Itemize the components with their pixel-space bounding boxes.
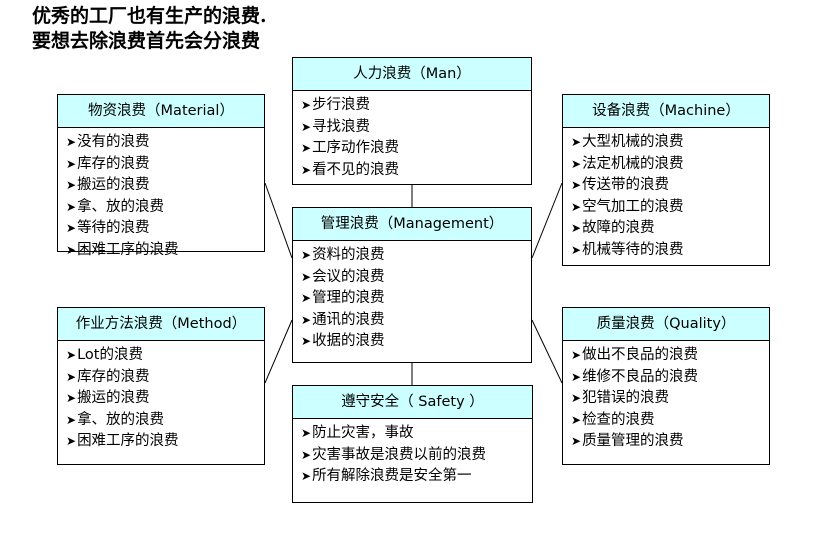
connector-material-management: [264, 182, 293, 259]
waste-item: 维修不良品的浪费: [571, 367, 769, 389]
waste-item: 所有解除浪费是安全第一: [301, 466, 532, 488]
box-safety-header: 遵守安全（ Safety ）: [293, 386, 532, 419]
waste-item: 大型机械的浪费: [571, 132, 769, 154]
box-method-items: Lot的浪费库存的浪费搬运的浪费拿、放的浪费困难工序的浪费: [58, 341, 264, 453]
waste-item: 没有的浪费: [66, 132, 264, 154]
diagram-title: 优秀的工厂也有生产的浪费. 要想去除浪费首先会分浪费: [32, 4, 267, 54]
box-management-header: 管理浪费（Management）: [293, 208, 531, 241]
box-machine-items: 大型机械的浪费法定机械的浪费传送带的浪费空气加工的浪费故障的浪费机械等待的浪费: [563, 128, 769, 261]
waste-item: 困难工序的浪费: [66, 431, 264, 453]
box-machine: 设备浪费（Machine） 大型机械的浪费法定机械的浪费传送带的浪费空气加工的浪…: [562, 94, 770, 266]
waste-item: 搬运的浪费: [66, 175, 264, 197]
connector-machine-management: [531, 182, 563, 259]
box-safety: 遵守安全（ Safety ） 防止灾害，事故灾害事故是浪费以前的浪费所有解除浪费…: [292, 385, 533, 503]
waste-item: 检查的浪费: [571, 410, 769, 432]
waste-item: 空气加工的浪费: [571, 197, 769, 219]
waste-item: 做出不良品的浪费: [571, 345, 769, 367]
waste-item: 灾害事故是浪费以前的浪费: [301, 445, 532, 467]
waste-item: 步行浪费: [301, 95, 531, 117]
box-material: 物资浪费（Material） 没有的浪费库存的浪费搬运的浪费拿、放的浪费等待的浪…: [57, 94, 265, 258]
title-line-1: 优秀的工厂也有生产的浪费.: [32, 5, 267, 27]
waste-item: 资料的浪费: [301, 245, 531, 267]
box-quality-header: 质量浪费（Quality）: [563, 308, 769, 341]
waste-item: 寻找浪费: [301, 117, 531, 139]
box-quality: 质量浪费（Quality） 做出不良品的浪费维修不良品的浪费犯错误的浪费检查的浪…: [562, 307, 770, 465]
waste-item: 拿、放的浪费: [66, 197, 264, 219]
box-man-header: 人力浪费（Man）: [293, 58, 531, 91]
box-safety-items: 防止灾害，事故灾害事故是浪费以前的浪费所有解除浪费是安全第一: [293, 419, 532, 488]
title-line-2: 要想去除浪费首先会分浪费: [32, 30, 261, 52]
waste-item: 收据的浪费: [301, 331, 531, 353]
waste-item: 质量管理的浪费: [571, 431, 769, 453]
box-man: 人力浪费（Man） 步行浪费寻找浪费工序动作浪费看不见的浪费: [292, 57, 532, 185]
waste-item: 看不见的浪费: [301, 160, 531, 182]
box-material-items: 没有的浪费库存的浪费搬运的浪费拿、放的浪费等待的浪费困难工序的浪费: [58, 128, 264, 261]
waste-item: 故障的浪费: [571, 218, 769, 240]
waste-item: 拿、放的浪费: [66, 410, 264, 432]
box-method: 作业方法浪费（Method） Lot的浪费库存的浪费搬运的浪费拿、放的浪费困难工…: [57, 307, 265, 465]
waste-item: 工序动作浪费: [301, 138, 531, 160]
connector-method-management: [264, 319, 293, 384]
box-management-items: 资料的浪费会议的浪费管理的浪费通讯的浪费收据的浪费: [293, 241, 531, 353]
box-method-header: 作业方法浪费（Method）: [58, 308, 264, 341]
box-material-header: 物资浪费（Material）: [58, 95, 264, 128]
box-machine-header: 设备浪费（Machine）: [563, 95, 769, 128]
waste-item: 库存的浪费: [66, 154, 264, 176]
box-management: 管理浪费（Management） 资料的浪费会议的浪费管理的浪费通讯的浪费收据的…: [292, 207, 532, 363]
waste-item: 困难工序的浪费: [66, 240, 264, 262]
waste-item: 防止灾害，事故: [301, 423, 532, 445]
waste-item: 犯错误的浪费: [571, 388, 769, 410]
waste-item: 管理的浪费: [301, 288, 531, 310]
waste-item: Lot的浪费: [66, 345, 264, 367]
waste-item: 传送带的浪费: [571, 175, 769, 197]
waste-item: 通讯的浪费: [301, 310, 531, 332]
box-man-items: 步行浪费寻找浪费工序动作浪费看不见的浪费: [293, 91, 531, 181]
connector-quality-management: [531, 319, 563, 384]
waste-item: 法定机械的浪费: [571, 154, 769, 176]
waste-item: 会议的浪费: [301, 267, 531, 289]
waste-item: 机械等待的浪费: [571, 240, 769, 262]
waste-item: 搬运的浪费: [66, 388, 264, 410]
waste-item: 等待的浪费: [66, 218, 264, 240]
waste-item: 库存的浪费: [66, 367, 264, 389]
box-quality-items: 做出不良品的浪费维修不良品的浪费犯错误的浪费检查的浪费质量管理的浪费: [563, 341, 769, 453]
